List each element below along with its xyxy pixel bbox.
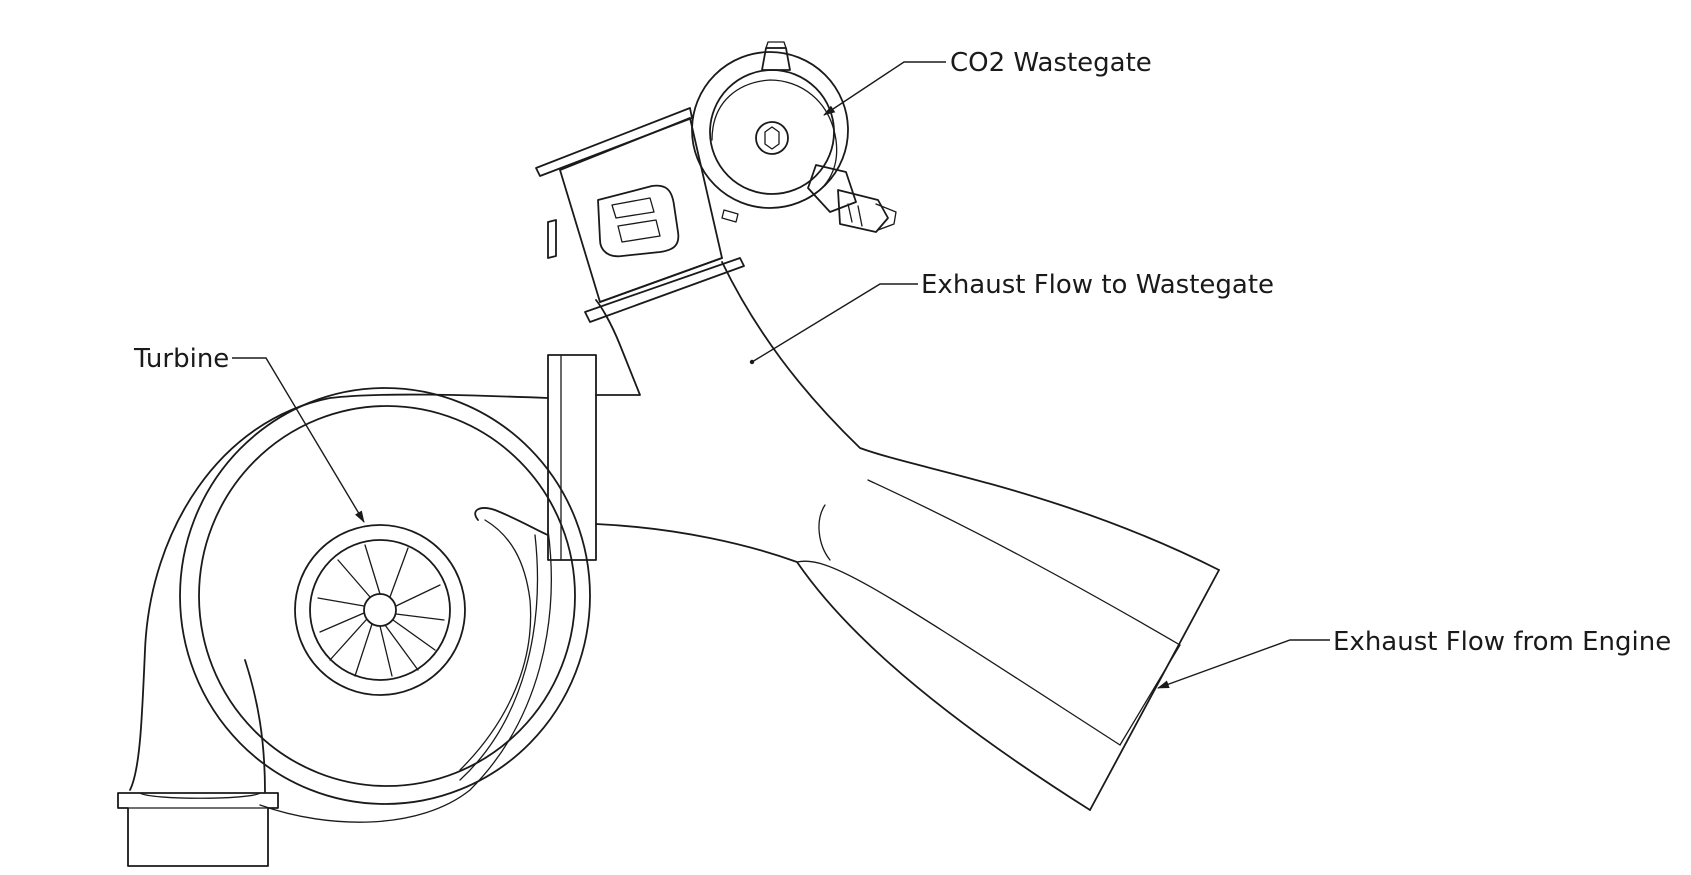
label-exhaust-flow-to-wastegate: Exhaust Flow to Wastegate: [921, 270, 1275, 300]
turbine-housing: [117, 387, 591, 867]
exhaust-y-pipe: [595, 261, 1220, 811]
label-exhaust-flow-from-engine: Exhaust Flow from Engine: [1333, 627, 1672, 657]
label-turbine: Turbine: [134, 344, 230, 374]
wastegate-body: [535, 41, 897, 323]
turbine-inlet-flange: [547, 354, 597, 561]
leader-lines: [232, 61, 1330, 689]
label-co2-wastegate: CO2 Wastegate: [950, 48, 1152, 78]
